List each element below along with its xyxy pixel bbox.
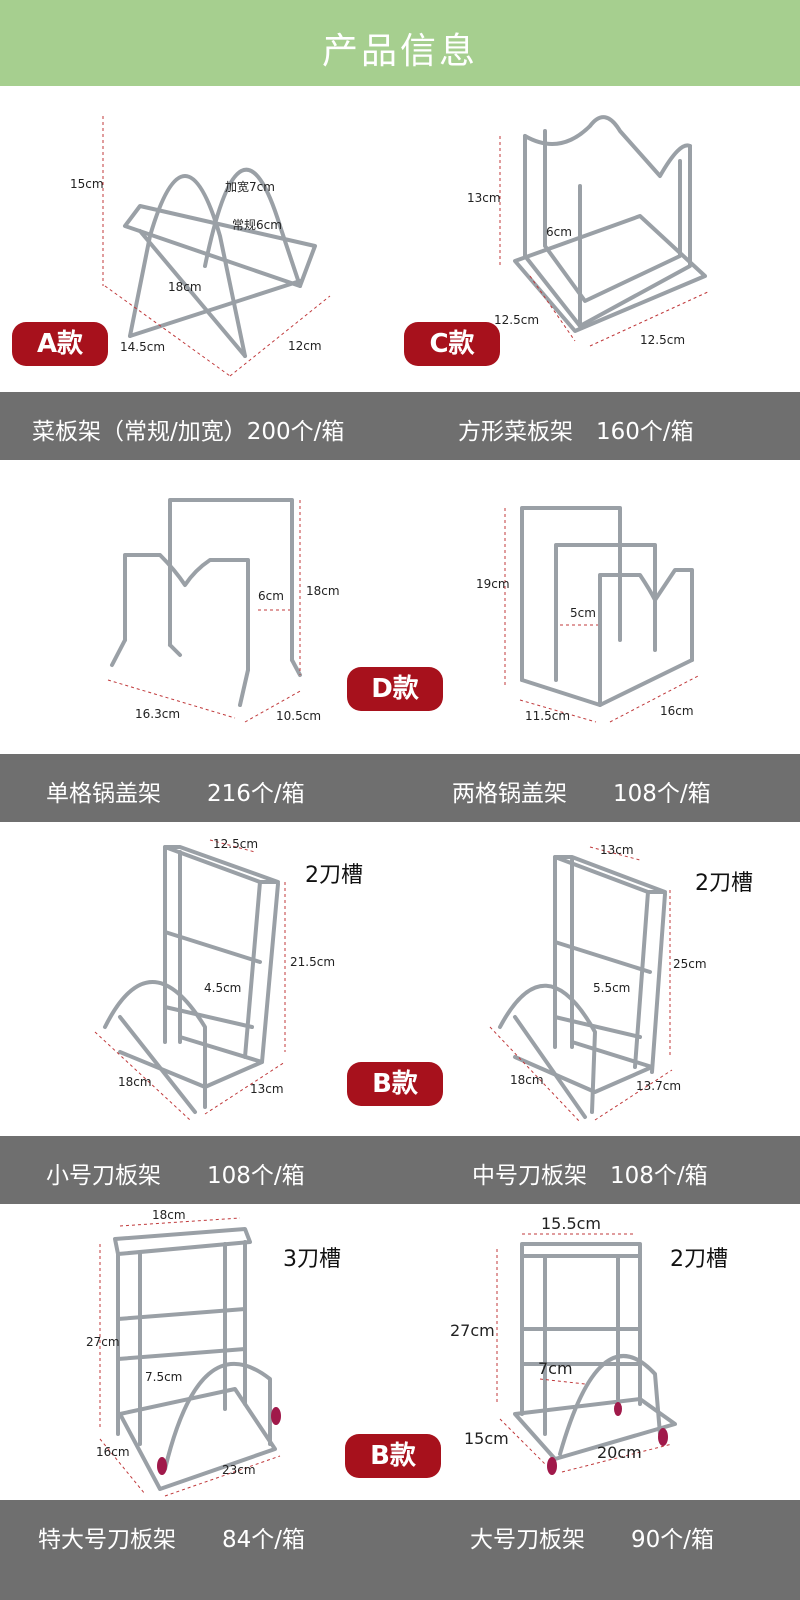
badge-d: D款 [347, 667, 443, 711]
slots-b-xl: 3刀槽 [283, 1247, 341, 1272]
dim-b-medium-length: 18cm [510, 1073, 544, 1087]
slots-b-small: 2刀槽 [305, 863, 363, 888]
dim-d2-gap: 5cm [570, 606, 596, 620]
badge-b-row4: B款 [345, 1434, 441, 1478]
dim-b-small-width: 12.5cm [213, 837, 258, 851]
knife-board-rack-small-medium-image: 12.5cm 21.5cm 4.5cm 18cm 13cm 2刀槽 13cm 2… [94, 837, 753, 1123]
caption-small-knife-rack: 小号刀板架 108个/箱 [46, 1163, 305, 1189]
dim-d2-width: 16cm [660, 704, 694, 718]
pot-lid-rack-image: 18cm 6cm 16.3cm 10.5cm 19cm 5cm 11.5cm 1… [107, 498, 701, 723]
dim-d1-length: 16.3cm [135, 707, 180, 721]
dim-b-small-depth: 13cm [250, 1082, 284, 1096]
badge-c: C款 [404, 322, 500, 366]
page-title: 产品信息 [321, 31, 478, 72]
caption-large-knife-rack: 大号刀板架 90个/箱 [470, 1527, 715, 1553]
dim-a-regular: 常规6cm [232, 217, 282, 232]
dim-c-depth: 12.5cm [494, 313, 539, 327]
cutting-board-rack-a-image: 15cm 加宽7cm 常规6cm 18cm 14.5cm 12cm 13cm 6… [70, 115, 711, 377]
slots-b-large: 2刀槽 [670, 1247, 728, 1272]
dim-c-width: 12.5cm [640, 333, 685, 347]
dim-a-width: 12cm [288, 339, 322, 353]
dim-d1-width: 10.5cm [276, 709, 321, 723]
dim-b-xl-height: 27cm [86, 1335, 120, 1349]
dim-a-height: 15cm [70, 177, 104, 191]
caption-xl-knife-rack: 特大号刀板架 84个/箱 [38, 1527, 306, 1553]
dim-b-medium-gap: 5.5cm [593, 981, 630, 995]
dim-b-medium-width: 13cm [600, 843, 634, 857]
caption-bar-row-1: 菜板架（常规/加宽）200个/箱 方形菜板架 160个/箱 [0, 392, 800, 460]
product-row-4: 18cm 27cm 7.5cm 16cm 23cm 3刀槽 15.5cm 27c… [0, 1204, 800, 1500]
product-row-3: 12.5cm 21.5cm 4.5cm 18cm 13cm 2刀槽 13cm 2… [0, 822, 800, 1136]
dim-b-xl-gap: 7.5cm [145, 1370, 182, 1384]
dim-b-xl-length: 23cm [222, 1463, 256, 1477]
dim-d2-height: 19cm [476, 577, 510, 591]
dim-b-large-height: 27cm [450, 1321, 495, 1340]
dim-b-large-depth: 15cm [464, 1429, 509, 1448]
caption-medium-knife-rack: 中号刀板架 108个/箱 [472, 1163, 708, 1189]
dim-b-small-height: 21.5cm [290, 955, 335, 969]
dim-c-height: 13cm [467, 191, 501, 205]
badge-a: A款 [12, 322, 108, 366]
dim-d1-height: 18cm [306, 584, 340, 598]
product-row-1: 15cm 加宽7cm 常规6cm 18cm 14.5cm 12cm 13cm 6… [0, 86, 800, 392]
caption-single-lid-rack: 单格锅盖架 216个/箱 [46, 781, 305, 807]
dim-b-medium-height: 25cm [673, 957, 707, 971]
dim-c-gap: 6cm [546, 225, 572, 239]
dim-b-large-width: 15.5cm [541, 1214, 601, 1233]
caption-double-lid-rack: 两格锅盖架 108个/箱 [452, 781, 711, 807]
dim-b-large-gap: 7cm [538, 1359, 573, 1378]
dim-a-depth: 14.5cm [120, 340, 165, 354]
knife-board-rack-large-image: 18cm 27cm 7.5cm 16cm 23cm 3刀槽 15.5cm 27c… [86, 1208, 728, 1497]
caption-square-board-rack: 方形菜板架 160个/箱 [458, 419, 694, 445]
caption-bar-row-3: 小号刀板架 108个/箱 中号刀板架 108个/箱 [0, 1136, 800, 1204]
dim-b-xl-width: 18cm [152, 1208, 186, 1222]
product-row-2: 18cm 6cm 16.3cm 10.5cm 19cm 5cm 11.5cm 1… [0, 460, 800, 754]
dim-a-wide: 加宽7cm [225, 179, 275, 194]
header-bar: 产品信息 [0, 0, 800, 86]
caption-bar-row-2: 单格锅盖架 216个/箱 两格锅盖架 108个/箱 [0, 754, 800, 822]
dim-d2-length: 11.5cm [525, 709, 570, 723]
dim-b-xl-depth: 16cm [96, 1445, 130, 1459]
dim-b-medium-depth: 13.7cm [636, 1079, 681, 1093]
dim-b-large-length: 20cm [597, 1443, 642, 1462]
caption-cutting-board-rack: 菜板架（常规/加宽）200个/箱 [32, 419, 345, 445]
dim-a-length: 18cm [168, 280, 202, 294]
dim-b-small-gap: 4.5cm [204, 981, 241, 995]
dim-d1-gap: 6cm [258, 589, 284, 603]
slots-b-medium: 2刀槽 [695, 871, 753, 896]
caption-bar-row-4: 特大号刀板架 84个/箱 大号刀板架 90个/箱 [0, 1500, 800, 1600]
badge-b-row3: B款 [347, 1062, 443, 1106]
dim-b-small-length: 18cm [118, 1075, 152, 1089]
